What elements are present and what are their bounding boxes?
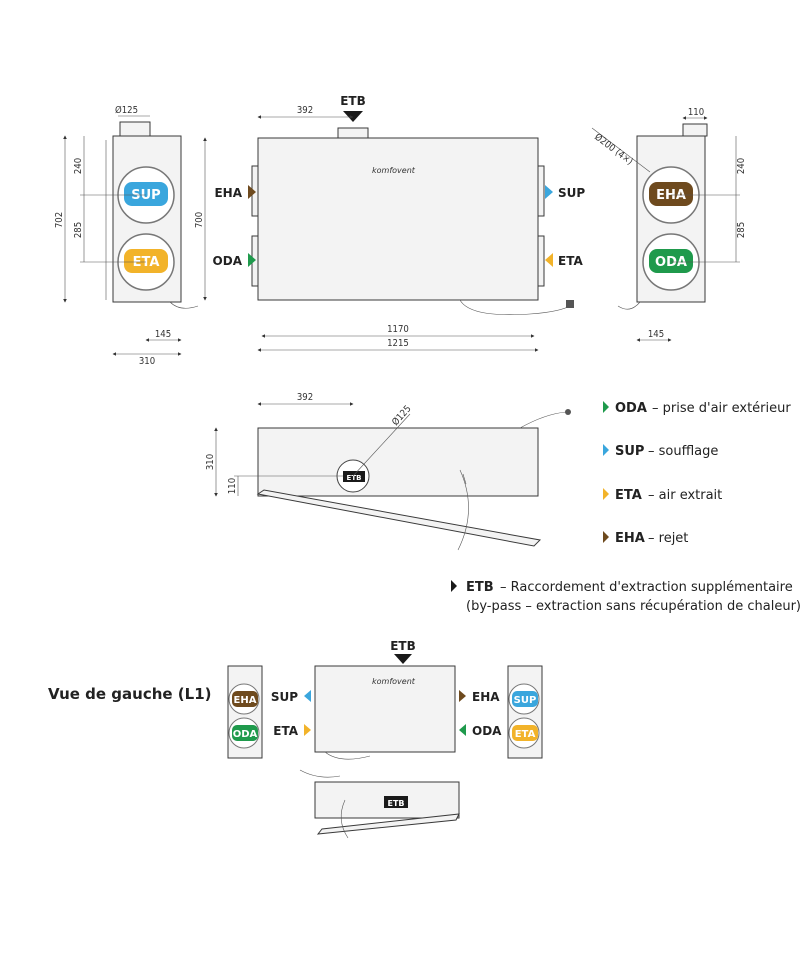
brand-front: komfovent [372,166,416,175]
dim-d125-top: Ø125 [115,105,138,116]
l1-etb-label: ETB [390,639,416,653]
legend-eha-marker [603,531,609,543]
dim-d125-bypass: Ø125 [390,404,414,428]
dim-d200: Ø200 (4×) [592,132,635,168]
etb-spigot-left [119,121,151,137]
l1-brand: komfovent [372,677,416,686]
sup-label-front: SUP [558,186,585,200]
eta-disc-left [124,249,168,273]
l1-top-view: ETB [299,769,460,839]
dim-702: 702 [54,212,65,228]
etb-arrow-top [343,111,363,122]
l1-eta-label: ETA [273,724,298,738]
l1-right-side: SUP ETA [507,665,543,759]
dim-310-left: 310 [139,356,155,367]
l1-front: ETB komfovent SUP ETA EHA ODA [271,639,502,760]
l1-eta-disc-right-label: ETA [515,729,536,740]
l1-eha-label: EHA [472,690,500,704]
legend-sup-marker [603,444,609,456]
l1-oda-disc-left-label: ODA [233,729,258,740]
eha-disc-right-label: EHA [656,188,686,203]
dim-285-left: 285 [73,222,84,238]
legend-etb-line2: (by-pass – extraction sans récupération … [466,599,800,614]
legend-eta-text: – air extrait [648,488,722,503]
eha-label-front: EHA [214,186,242,200]
eha-disc-right [649,182,693,206]
dim-392-top: 392 [297,392,313,403]
right-side-view: EHA ODA Ø200 (4×) 110 240 285 145 [591,107,747,342]
eta-label-front: ETA [558,254,583,268]
dim-110-top-view: 110 [227,478,238,494]
etb-tag-top-view-label: ETB [347,474,362,482]
legend-sup-code: SUP [615,444,644,459]
eta-disc-left-label: ETA [133,255,160,270]
dim-110-top: 110 [688,107,704,118]
l1-sup-disc-right-label: SUP [514,695,537,706]
legend-etb-code: ETB [466,580,494,595]
etb-label-top: ETB [340,94,366,108]
sup-disc-left [124,182,168,206]
oda-disc-right [649,249,693,273]
legend-etb-marker [451,580,457,592]
front-body [257,137,539,301]
left-view-title: Vue de gauche (L1) [48,685,212,703]
etb-tag-top-view [343,471,365,482]
dim-392-front: 392 [297,105,313,116]
sup-arrow-front [545,185,553,199]
l1-sup-label: SUP [271,690,298,704]
dim-1215: 1215 [387,338,409,349]
top-view-body [257,427,539,497]
dim-285-right: 285 [736,222,747,238]
top-view: ETB Ø125 392 310 110 [205,392,571,551]
oda-label-front: ODA [213,254,243,268]
legend-eha-code: EHA [615,531,645,546]
legend-oda-marker [603,401,609,413]
oda-arrow-front [248,253,256,267]
l1-oda-label: ODA [472,724,502,738]
l1-left-side: EHA ODA [227,665,263,759]
dim-240-right: 240 [736,158,747,174]
legend: ODA – prise d'air extérieur SUP – souffl… [451,401,800,614]
dim-1170: 1170 [387,324,409,335]
legend-eta-marker [603,488,609,500]
dim-145-right: 145 [648,329,664,340]
oda-disc-right-label: ODA [655,255,687,270]
legend-sup-text: – soufflage [648,444,718,459]
legend-oda-text: – prise d'air extérieur [652,401,791,416]
l1-eha-disc-left-label: EHA [234,695,257,706]
dim-700: 700 [194,212,205,228]
legend-eta-code: ETA [615,488,642,503]
l1-etb-tag-label: ETB [387,799,404,808]
eta-arrow-front [545,253,553,267]
legend-oda-code: ODA [615,401,647,416]
left-side-view: SUP ETA Ø125 702 240 285 145 310 [54,105,199,367]
dim-240-left: 240 [73,158,84,174]
eha-arrow-front [248,185,256,199]
front-view: ETB komfovent EHA ODA SUP ETA 392 700 11… [194,94,585,352]
sup-disc-left-label: SUP [131,188,160,203]
dim-145-left: 145 [155,329,171,340]
legend-eha-text: – rejet [648,531,688,546]
dim-310-top: 310 [205,454,216,470]
legend-etb-line1: – Raccordement d'extraction supplémentai… [500,580,793,595]
